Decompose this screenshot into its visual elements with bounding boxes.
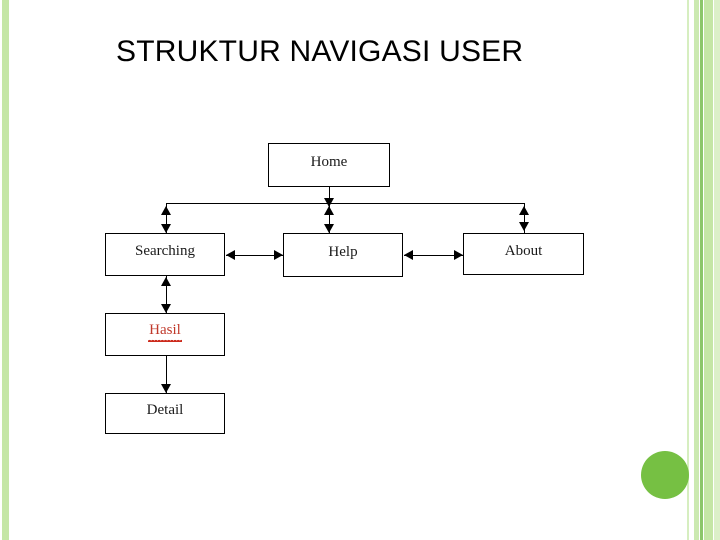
- edge-bus-to-about: [523, 203, 525, 234]
- arrow-searching-to-bus: [161, 206, 171, 215]
- node-help-label: Help: [328, 243, 358, 260]
- edge-bus-to-searching: [165, 203, 167, 233]
- node-detail[interactable]: Detail: [105, 393, 225, 434]
- arrow-about-to-bus: [519, 206, 529, 215]
- node-hasil[interactable]: Hasil: [105, 313, 225, 356]
- edge-searching-help: [226, 254, 283, 256]
- arrow-bus-to-help: [324, 224, 334, 233]
- decorative-band-right-3: [700, 0, 703, 540]
- decorative-band-right-4: [704, 0, 713, 540]
- decorative-band-right-5: [714, 0, 720, 540]
- arrow-home-to-bus: [324, 198, 334, 207]
- arrow-searching-to-help: [274, 250, 283, 260]
- arrow-searching-to-hasil: [161, 304, 171, 313]
- node-hasil-label: Hasil: [148, 322, 182, 342]
- arrow-hasil-to-searching: [161, 277, 171, 286]
- decorative-circle: [641, 451, 689, 499]
- edge-bus-to-help: [328, 203, 330, 234]
- page-title: STRUKTUR NAVIGASI USER: [116, 35, 524, 68]
- edge-bus-horizontal: [166, 203, 524, 204]
- edge-help-about: [404, 254, 463, 256]
- decorative-band-right-1: [687, 0, 689, 540]
- arrow-hasil-to-detail: [161, 384, 171, 393]
- arrow-help-to-about: [454, 250, 463, 260]
- node-home[interactable]: Home: [268, 143, 390, 187]
- arrow-bus-to-searching: [161, 224, 171, 233]
- edge-searching-hasil: [165, 276, 167, 313]
- node-help[interactable]: Help: [283, 233, 403, 277]
- node-searching-label: Searching: [135, 243, 195, 259]
- arrow-about-to-help: [404, 250, 413, 260]
- node-about-label: About: [504, 242, 543, 259]
- arrow-bus-to-about: [519, 222, 529, 231]
- node-detail-label: Detail: [146, 402, 184, 418]
- arrow-help-to-bus: [324, 206, 334, 215]
- node-searching[interactable]: Searching: [105, 233, 225, 276]
- arrow-help-to-searching: [226, 250, 235, 260]
- edge-hasil-detail: [165, 356, 167, 393]
- decorative-band-left: [2, 0, 9, 540]
- decorative-band-right-2: [694, 0, 699, 540]
- node-home-label: Home: [310, 153, 348, 170]
- node-about[interactable]: About: [463, 233, 584, 275]
